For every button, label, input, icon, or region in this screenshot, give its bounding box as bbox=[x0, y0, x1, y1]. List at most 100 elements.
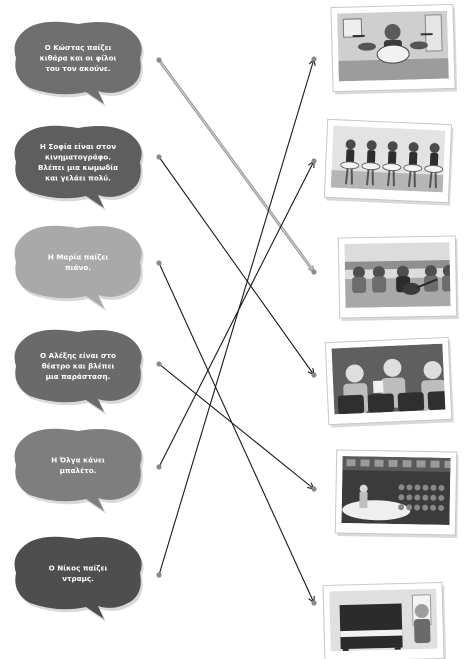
audience-member bbox=[406, 484, 413, 491]
piano-picture[interactable] bbox=[322, 581, 447, 659]
sentence-line: πιάνο. bbox=[65, 263, 91, 272]
photo-scene bbox=[341, 456, 451, 525]
person-head bbox=[384, 24, 401, 41]
sentence-dot[interactable] bbox=[156, 464, 162, 470]
dancer-leg bbox=[386, 169, 391, 187]
picture-dot[interactable] bbox=[311, 158, 317, 164]
popcorn bbox=[372, 380, 384, 393]
sentence-dot[interactable] bbox=[156, 572, 162, 578]
friend-head bbox=[424, 265, 437, 278]
stage-floor bbox=[342, 500, 411, 521]
bubble-body bbox=[14, 125, 142, 208]
picture-dot[interactable] bbox=[311, 269, 317, 275]
sentence-line: Ο Αλέξης είναι στο bbox=[40, 351, 116, 360]
sentence-line: κιθάρα και οι φίλοι bbox=[40, 54, 117, 63]
sentence-line: Ο Νίκος παίζει bbox=[49, 563, 108, 572]
dancer-leg bbox=[428, 171, 433, 188]
sentence-line: και γελάει πολύ. bbox=[45, 173, 111, 182]
audience-member bbox=[398, 494, 405, 501]
balcony-box bbox=[388, 459, 398, 468]
sentence-line: κινηματογράφο. bbox=[45, 152, 111, 161]
balcony-box bbox=[416, 460, 426, 468]
friend-head bbox=[396, 265, 409, 278]
picture-dot[interactable] bbox=[311, 600, 317, 606]
picture-dot[interactable] bbox=[311, 372, 317, 378]
sentence-line: Βλέπει μια κωμωδία bbox=[38, 163, 118, 172]
photo-scene bbox=[337, 10, 449, 82]
balcony-box bbox=[374, 459, 384, 467]
match-line bbox=[158, 262, 315, 604]
picture-dot[interactable] bbox=[311, 56, 317, 62]
friend-head bbox=[442, 264, 451, 277]
sentence-dot[interactable] bbox=[156, 57, 162, 63]
dancer-body bbox=[387, 151, 397, 166]
audience-member bbox=[406, 494, 413, 501]
girl-head bbox=[414, 603, 429, 618]
dancer-leg bbox=[371, 169, 374, 186]
friend-head bbox=[352, 266, 365, 279]
floor bbox=[338, 58, 449, 82]
audience-member bbox=[430, 504, 437, 511]
sentence-line: Ο Κώστας παίζει bbox=[45, 43, 112, 52]
tutu bbox=[403, 164, 423, 173]
theatre-picture[interactable] bbox=[334, 449, 459, 539]
audience-member bbox=[430, 484, 437, 491]
bubble-body bbox=[14, 225, 142, 308]
cinema-seat bbox=[397, 392, 425, 412]
sentence-line: θέατρο και βλέπει bbox=[42, 362, 115, 371]
actor-body bbox=[359, 491, 368, 509]
audience-member bbox=[430, 494, 437, 501]
audience-member bbox=[438, 494, 445, 501]
matching-lines bbox=[156, 56, 317, 606]
dancer-body bbox=[345, 149, 355, 164]
cinema-seat bbox=[427, 390, 446, 411]
tutu bbox=[382, 163, 402, 172]
sentence-line: μπαλέτο. bbox=[60, 466, 97, 475]
cinema-seat bbox=[367, 393, 395, 413]
match-line-core bbox=[158, 59, 315, 273]
bubble-body bbox=[14, 536, 142, 619]
dancer-body bbox=[429, 152, 439, 168]
dancer-leg bbox=[434, 172, 437, 189]
audience-member bbox=[414, 504, 421, 511]
scene-art bbox=[344, 242, 451, 308]
dancer-head bbox=[408, 142, 419, 153]
audience-member bbox=[422, 494, 429, 501]
audience-member bbox=[398, 484, 405, 491]
guitar-picture[interactable] bbox=[337, 235, 459, 321]
guitar bbox=[402, 282, 421, 295]
dancer-leg bbox=[365, 169, 370, 186]
scene-art bbox=[341, 456, 451, 525]
sentence-dot[interactable] bbox=[156, 154, 162, 160]
window bbox=[424, 14, 443, 52]
balcony-box bbox=[346, 459, 356, 467]
sentence-line: μια παράσταση. bbox=[46, 372, 111, 381]
photo-scene bbox=[329, 588, 438, 652]
scene-art bbox=[331, 343, 446, 415]
dancer-leg bbox=[392, 170, 395, 187]
picture-dot[interactable] bbox=[311, 486, 317, 492]
dancer-head bbox=[345, 139, 356, 150]
sentence-dot[interactable] bbox=[156, 260, 162, 266]
tutu bbox=[361, 162, 381, 171]
friend-body bbox=[372, 276, 387, 293]
cinema-picture[interactable] bbox=[324, 336, 455, 428]
dancer-leg bbox=[350, 168, 353, 185]
sentence-dot[interactable] bbox=[156, 361, 162, 367]
viewer-head bbox=[423, 361, 442, 380]
drums-picture[interactable] bbox=[330, 3, 458, 95]
bass-drum bbox=[376, 44, 410, 64]
ballet-picture[interactable] bbox=[323, 118, 454, 206]
dancer-head bbox=[366, 140, 377, 151]
audience-member bbox=[422, 484, 429, 491]
girl-body bbox=[414, 618, 431, 644]
scene-art bbox=[330, 125, 446, 193]
photo-scene bbox=[344, 242, 451, 308]
